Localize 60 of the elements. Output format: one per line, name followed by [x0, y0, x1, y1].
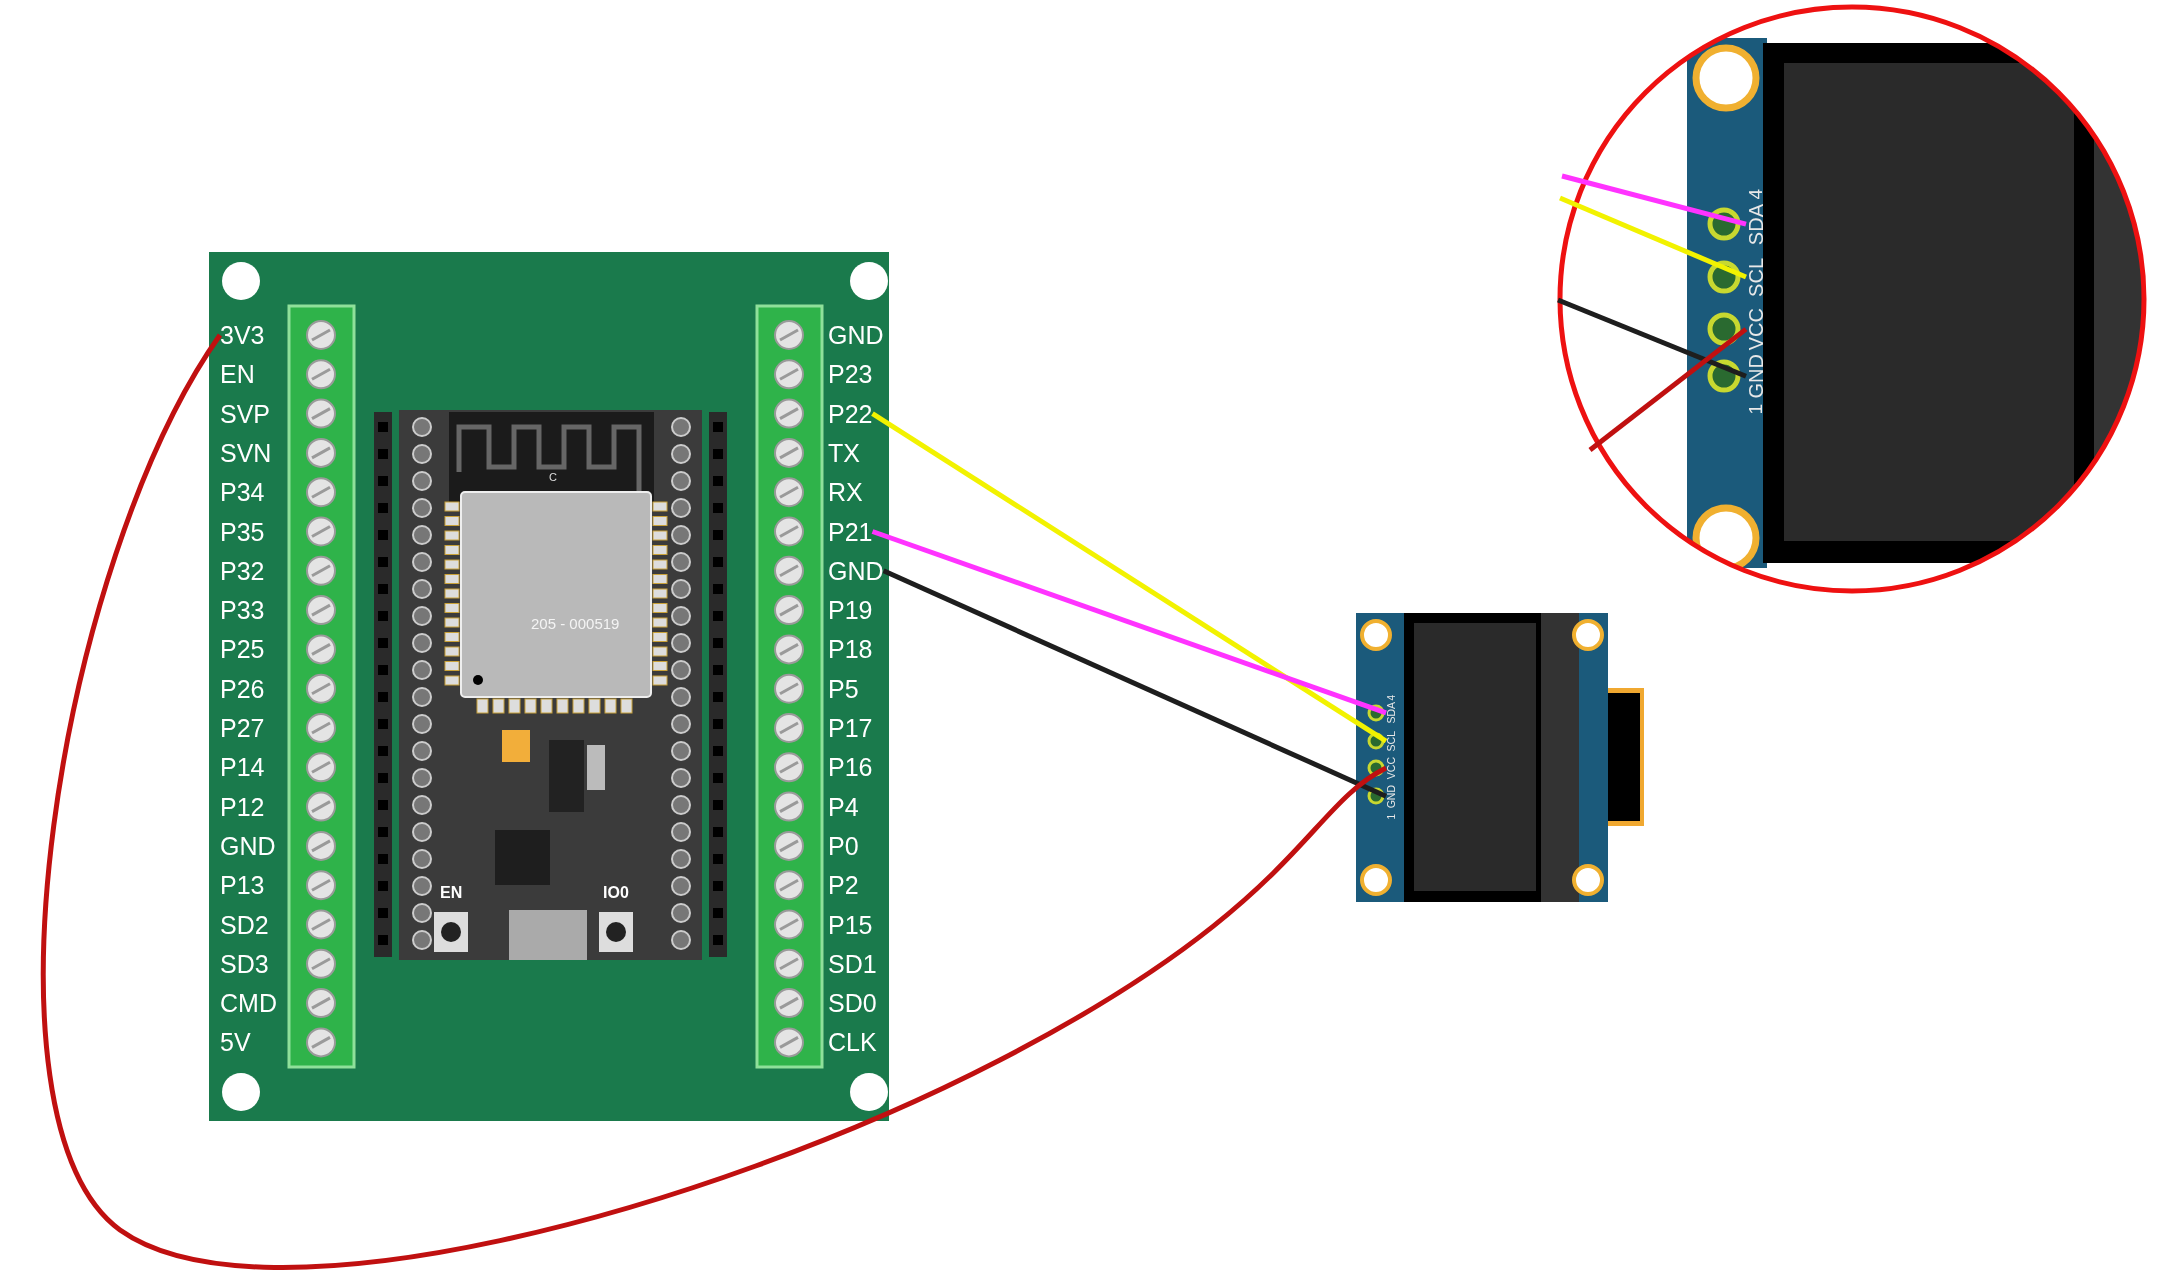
pin-label: SD3: [220, 949, 269, 978]
pin-label: SVP: [220, 399, 271, 428]
pin-label: P21: [828, 517, 873, 546]
pin-label: P32: [220, 556, 265, 585]
pin-label: TX: [828, 438, 860, 467]
wire: [1557, 297, 1747, 379]
pin-number: 1: [1745, 403, 1765, 415]
pin-label: P27: [220, 714, 265, 742]
pin-label: P34: [220, 478, 265, 507]
pin-label: P14: [220, 753, 265, 782]
module-marking: 205 - 000519: [531, 615, 620, 631]
pin-label: GND: [1746, 354, 1766, 399]
pin-number: 4: [1387, 695, 1397, 701]
pin-label: SDA: [1746, 203, 1766, 245]
pin-label: P15: [828, 910, 873, 939]
pin-label: SCL: [1746, 257, 1766, 297]
pin-label: VCC: [1386, 757, 1397, 780]
button-label: EN: [440, 885, 463, 901]
wire: [1561, 173, 1747, 227]
wire: [871, 529, 1387, 716]
pin-label: SCL: [1386, 731, 1397, 752]
pin-label: P33: [220, 596, 265, 625]
pin-label: SD1: [828, 949, 877, 978]
pin-label: P2: [828, 871, 859, 900]
pin-label: GND: [1386, 784, 1397, 808]
pin-label: EN: [220, 360, 255, 389]
pin-label: P0: [828, 831, 859, 860]
pin-label: CLK: [828, 1028, 877, 1057]
pin-label: P4: [828, 792, 859, 821]
button-label: IO0: [603, 885, 629, 901]
pin-label: P18: [828, 635, 873, 664]
wire: [1559, 195, 1747, 280]
pin-label: P26: [220, 674, 265, 703]
pin-label: RX: [828, 478, 863, 507]
pin-number: 4: [1745, 188, 1765, 200]
pin-label: P19: [828, 596, 873, 625]
pin-label: 3V3: [220, 321, 265, 349]
module-marking: C: [549, 471, 557, 483]
pin-label: CMD: [220, 989, 277, 1018]
pin-label: 5V: [220, 1028, 251, 1057]
wire: [1588, 327, 1748, 452]
pin-label: SVN: [220, 438, 272, 467]
pin-label: P22: [828, 399, 873, 428]
pin-number: 1: [1387, 814, 1397, 820]
pin-label: P5: [828, 674, 859, 703]
pin-label: P12: [220, 792, 265, 821]
pin-label: GND: [220, 831, 276, 860]
pin-label: SDA: [1386, 702, 1397, 724]
wire: [882, 568, 1388, 799]
pin-label: GND: [828, 556, 884, 585]
pin-label: P17: [828, 714, 873, 742]
pin-label: GND: [828, 321, 884, 349]
pin-label: SD2: [220, 910, 269, 939]
pin-label: P13: [220, 871, 265, 900]
pin-label: VCC: [1746, 308, 1766, 351]
pin-label: P23: [828, 360, 873, 389]
pin-label: P25: [220, 635, 265, 664]
pin-label: SD0: [828, 989, 877, 1018]
pin-label: P35: [220, 517, 265, 546]
pin-label: P16: [828, 753, 873, 782]
